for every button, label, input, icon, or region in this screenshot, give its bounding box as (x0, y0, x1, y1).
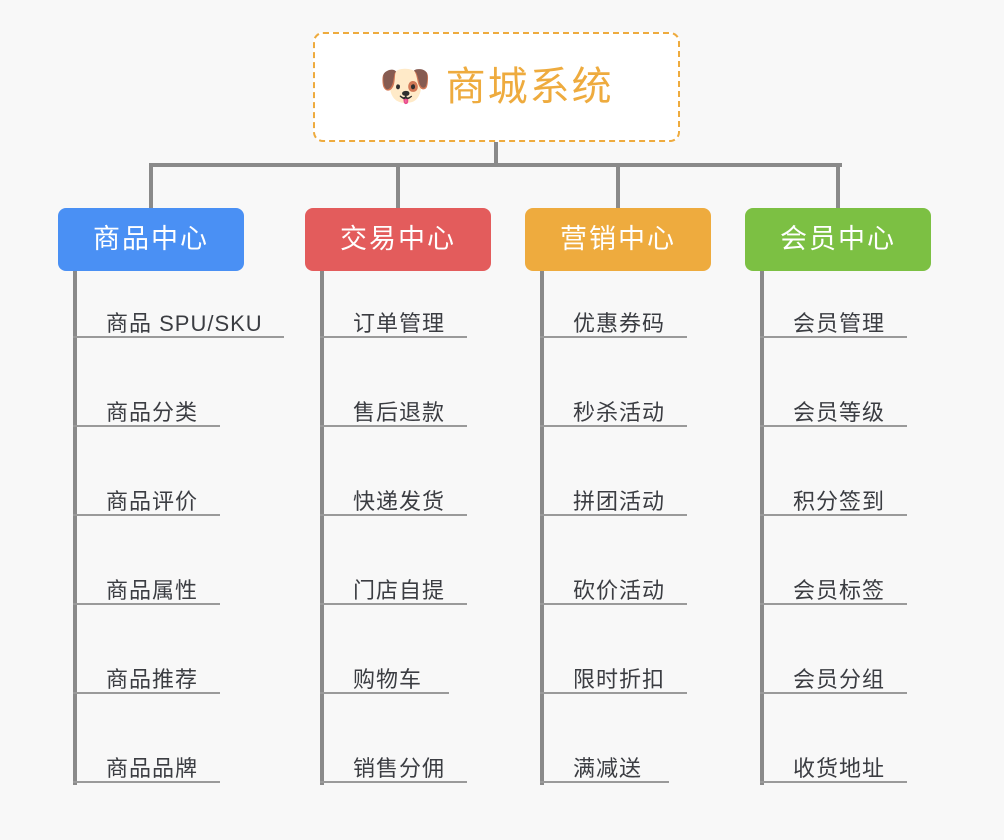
leaf-item-label: 限时折扣 (573, 667, 666, 692)
leaf-item[interactable]: 售后退款 (320, 400, 467, 427)
leaf-item[interactable]: 销售分佣 (320, 756, 467, 783)
leaf-item-label: 秒杀活动 (573, 400, 666, 425)
leaf-item[interactable]: 秒杀活动 (540, 400, 687, 427)
column-spine-connector (320, 271, 324, 785)
category-header-3[interactable]: 营销中心 (525, 208, 711, 271)
leaf-item-label: 商品属性 (106, 578, 199, 603)
leaf-item[interactable]: 商品分类 (73, 400, 220, 427)
category-drop-connector (836, 163, 840, 208)
category-header-label: 营销中心 (560, 224, 676, 254)
category-header-2[interactable]: 交易中心 (305, 208, 491, 271)
leaf-item-label: 商品评价 (106, 489, 199, 514)
root-title: 商城系统 (445, 65, 614, 109)
root-node[interactable]: 🐶 商城系统 (313, 32, 680, 142)
leaf-item-label: 收货地址 (793, 756, 886, 781)
dog-face-icon: 🐶 (379, 62, 432, 109)
category-column: 交易中心订单管理售后退款快递发货门店自提购物车销售分佣 (305, 163, 491, 785)
leaf-item-label: 会员管理 (793, 311, 886, 336)
leaf-item[interactable]: 砍价活动 (540, 578, 687, 605)
leaf-item-label: 会员等级 (793, 400, 886, 425)
leaf-item-label: 拼团活动 (573, 489, 666, 514)
leaf-item[interactable]: 会员等级 (760, 400, 907, 427)
category-drop-connector (149, 163, 153, 208)
leaf-item[interactable]: 商品属性 (73, 578, 220, 605)
leaf-item-label: 商品推荐 (106, 667, 199, 692)
leaf-item[interactable]: 优惠券码 (540, 311, 687, 338)
category-drop-connector (616, 163, 620, 208)
leaf-item[interactable]: 会员标签 (760, 578, 907, 605)
leaf-item[interactable]: 限时折扣 (540, 667, 687, 694)
category-column: 商品中心商品 SPU/SKU 商品分类商品评价商品属性商品推荐商品品牌 (58, 163, 284, 785)
leaf-item[interactable]: 拼团活动 (540, 489, 687, 516)
leaf-item-label: 优惠券码 (573, 311, 666, 336)
leaf-item-label: 订单管理 (353, 311, 446, 336)
leaf-item[interactable]: 会员管理 (760, 311, 907, 338)
column-spine-connector (73, 271, 77, 785)
leaf-item[interactable]: 商品 SPU/SKU (73, 311, 284, 338)
leaf-item-label: 快递发货 (353, 489, 446, 514)
leaf-item-label: 商品分类 (106, 400, 199, 425)
leaf-item[interactable]: 会员分组 (760, 667, 907, 694)
category-column: 会员中心会员管理会员等级积分签到会员标签会员分组收货地址 (745, 163, 931, 785)
leaf-item[interactable]: 满减送 (540, 756, 669, 783)
category-header-label: 交易中心 (340, 224, 456, 254)
leaf-item[interactable]: 积分签到 (760, 489, 907, 516)
leaf-item[interactable]: 购物车 (320, 667, 449, 694)
leaf-item-label: 销售分佣 (353, 756, 446, 781)
leaf-item-label: 商品 SPU/SKU (106, 311, 263, 336)
leaf-item-label: 购物车 (353, 667, 423, 692)
category-bus-connector (149, 163, 842, 167)
leaf-item[interactable]: 收货地址 (760, 756, 907, 783)
category-header-label: 商品中心 (93, 224, 209, 254)
column-spine-connector (540, 271, 544, 785)
leaf-item-label: 会员标签 (793, 578, 886, 603)
leaf-item[interactable]: 门店自提 (320, 578, 467, 605)
leaf-item[interactable]: 商品品牌 (73, 756, 220, 783)
leaf-item-label: 售后退款 (353, 400, 446, 425)
category-drop-connector (396, 163, 400, 208)
leaf-item[interactable]: 商品评价 (73, 489, 220, 516)
category-header-label: 会员中心 (780, 224, 896, 254)
category-header-1[interactable]: 商品中心 (58, 208, 244, 271)
leaf-item[interactable]: 订单管理 (320, 311, 467, 338)
root-trunk-connector (494, 142, 498, 165)
leaf-item[interactable]: 商品推荐 (73, 667, 220, 694)
leaf-item-label: 积分签到 (793, 489, 886, 514)
category-column: 营销中心优惠券码秒杀活动拼团活动砍价活动限时折扣满减送 (525, 163, 711, 785)
leaf-item-label: 商品品牌 (106, 756, 199, 781)
leaf-item-label: 会员分组 (793, 667, 886, 692)
leaf-item-label: 门店自提 (353, 578, 446, 603)
leaf-item[interactable]: 快递发货 (320, 489, 467, 516)
leaf-item-label: 砍价活动 (573, 578, 666, 603)
category-header-4[interactable]: 会员中心 (745, 208, 931, 271)
column-spine-connector (760, 271, 764, 785)
leaf-item-label: 满减送 (573, 756, 643, 781)
